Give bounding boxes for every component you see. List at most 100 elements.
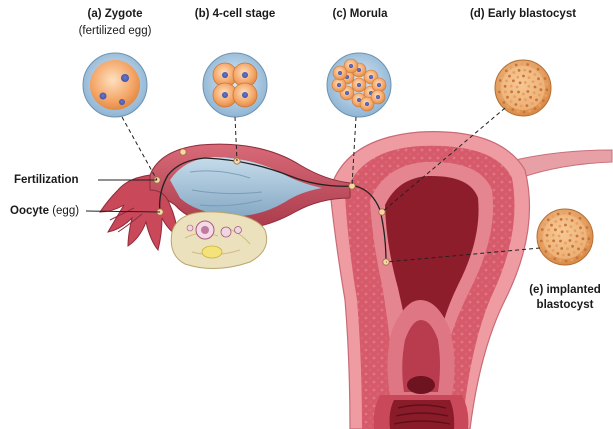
blastocyst-texture (565, 260, 568, 263)
blastocyst-texture (499, 79, 502, 82)
blastocyst-texture (516, 76, 519, 79)
blastocyst-texture (518, 98, 521, 101)
morula-nucleus (338, 71, 342, 75)
blastocyst-texture (532, 80, 535, 83)
blastocyst-texture (544, 94, 547, 97)
blastocyst-texture (504, 85, 507, 88)
blastocyst-texture (582, 237, 585, 240)
blastocyst-texture (575, 240, 578, 243)
blastocyst-texture (541, 228, 544, 231)
blastocyst-texture (498, 85, 501, 88)
uterus (330, 132, 612, 429)
blastocyst-texture (545, 250, 548, 253)
blastocyst-texture (535, 99, 538, 102)
blastocyst-texture (507, 105, 510, 108)
blastocyst-texture (559, 259, 562, 262)
blastocyst-texture (577, 248, 580, 251)
blastocyst-texture (543, 223, 546, 226)
blastocyst-texture (557, 252, 560, 255)
blastocyst-texture (510, 100, 513, 103)
blastocyst-texture (552, 239, 555, 242)
blastocyst-texture (534, 107, 537, 110)
blastocyst-texture (500, 96, 503, 99)
blastocyst-texture (537, 77, 540, 80)
label-implanted-line2: blastocyst (520, 298, 610, 312)
ovary (171, 212, 266, 269)
label-four-cell: (b) 4-cell stage (175, 7, 295, 21)
blastocyst-texture (540, 88, 543, 91)
blastocyst-texture (515, 64, 518, 67)
blastocyst-texture (554, 228, 557, 231)
blastocyst-texture (532, 65, 535, 68)
blastocyst-texture (568, 212, 571, 215)
blastocyst-texture (587, 232, 590, 235)
blastocyst-texture (547, 229, 550, 232)
blastocyst-texture (531, 102, 534, 105)
blastocyst-texture (538, 94, 541, 97)
blastocyst-texture (558, 235, 561, 238)
label-fertilization: Fertilization (14, 173, 79, 187)
morula-nucleus (365, 102, 369, 106)
blastocyst-texture (526, 104, 529, 107)
blastocyst-texture (546, 240, 549, 243)
blastocyst-texture (560, 218, 563, 221)
blastocyst-texture (549, 254, 552, 257)
blastocyst-texture (517, 110, 520, 113)
blastocyst-texture (570, 259, 573, 262)
blastocyst-texture (511, 108, 514, 111)
blastocyst-texture (581, 232, 584, 235)
blastocyst-texture (559, 240, 562, 243)
blastocyst-texture (573, 251, 576, 254)
blastocyst-texture (569, 234, 572, 237)
blastocyst-texture (513, 95, 516, 98)
blastocyst-texture (542, 99, 545, 102)
blastocyst-texture (584, 248, 587, 251)
blastocyst-texture (554, 220, 557, 223)
blastocyst-texture (576, 235, 579, 238)
blastocyst-texture (570, 225, 573, 228)
blastocyst-texture (512, 79, 515, 82)
blastocyst-texture (580, 243, 583, 246)
blastocyst-texture (555, 244, 558, 247)
blastocyst-texture (546, 234, 549, 237)
blastocyst-texture (506, 96, 509, 99)
morula-nucleus (345, 91, 349, 95)
blastocyst-texture (540, 240, 543, 243)
blastocyst-texture (529, 96, 532, 99)
blastocyst-texture (552, 215, 555, 218)
blastocyst-texture (510, 90, 513, 93)
blastocyst-texture (571, 245, 574, 248)
blastocyst-texture (518, 69, 521, 72)
blastocyst-texture (568, 253, 571, 256)
blastocyst-texture (566, 247, 569, 250)
morula-nucleus (369, 75, 373, 79)
label-morula: (c) Morula (305, 7, 415, 21)
label-zygote: (a) Zygote (65, 7, 165, 21)
blastocyst-texture (515, 103, 518, 106)
blastocyst-texture (526, 63, 529, 66)
morula-nucleus (376, 95, 380, 99)
blastocyst-texture (538, 104, 541, 107)
early-blastocyst (495, 60, 551, 116)
blastocyst-texture (498, 91, 501, 94)
blastocyst-texture (566, 230, 569, 233)
morula-nucleus (357, 83, 361, 87)
blastocyst-texture (505, 69, 508, 72)
label-oocyte-rest: (egg) (49, 205, 79, 217)
blastocyst-texture (583, 221, 586, 224)
blastocyst-texture (539, 83, 542, 86)
blastocyst-texture (586, 243, 589, 246)
blastocyst-texture (519, 81, 522, 84)
morula-nucleus (377, 83, 381, 87)
blastocyst-texture (537, 68, 540, 71)
blastocyst-texture (557, 213, 560, 216)
blastocyst-texture (546, 88, 549, 91)
blastocyst-texture (520, 105, 523, 108)
blastocyst-texture (553, 257, 556, 260)
blastocyst-texture (524, 81, 527, 84)
blastocyst-texture (523, 69, 526, 72)
blastocyst-texture (534, 73, 537, 76)
blastocyst-texture (552, 234, 555, 237)
